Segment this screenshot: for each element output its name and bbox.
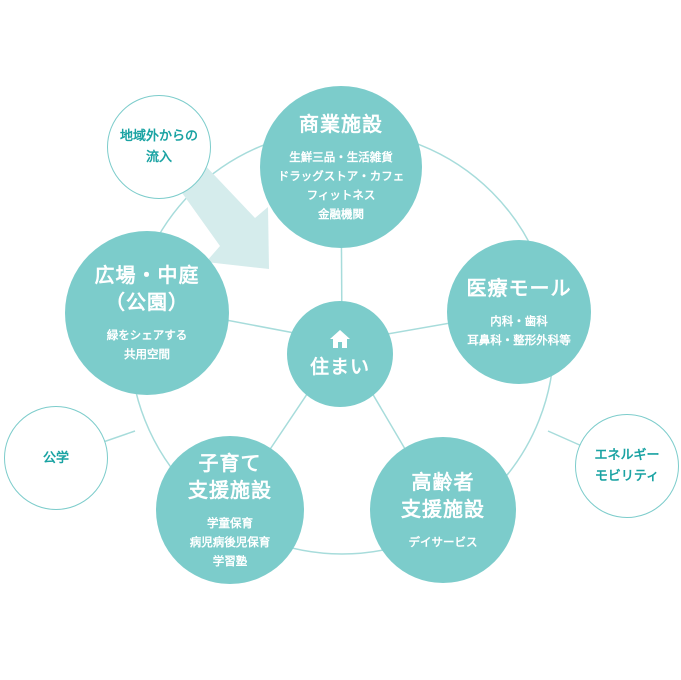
house-icon xyxy=(330,329,350,348)
plaza-node: 広場・中庭 （公園） 緑をシェアする 共用空間 xyxy=(65,231,229,395)
commercial-item: フィットネス xyxy=(306,187,376,202)
center-node: 住まい xyxy=(287,301,393,407)
commercial-title: 商業施設 xyxy=(299,111,383,136)
medical-item: 耳鼻科・整形外科等 xyxy=(467,332,571,347)
plaza-item: 共用空間 xyxy=(124,347,170,361)
center-label: 住まい xyxy=(309,355,370,378)
commercial-item: 金融機関 xyxy=(318,206,364,221)
medical-title: 医療モール xyxy=(466,275,572,300)
commercial-node: 商業施設 生鮮三品・生活雑貨 ドラッグストア・カフェ フィットネス 金融機関 xyxy=(260,86,422,248)
inflow-node: 地域外からの 流入 xyxy=(107,95,211,199)
energy-label-line-1: エネルギー xyxy=(594,448,660,463)
childcare-node: 子育て 支援施設 学童保育 病児病後児保育 学習塾 xyxy=(156,436,304,584)
public-node: 公学 xyxy=(4,406,108,510)
childcare-item: 学習塾 xyxy=(212,553,248,568)
childcare-item: 学童保育 xyxy=(207,515,253,530)
elderly-title-line-1: 高齢者 xyxy=(411,469,475,494)
medical-item: 内科・歯科 xyxy=(490,313,548,328)
plaza-title-line-1: 広場・中庭 xyxy=(94,263,200,287)
inflow-arrow xyxy=(175,160,269,269)
commercial-item: ドラッグストア・カフェ xyxy=(277,168,405,183)
energy-label-line-2: モビリティ xyxy=(594,469,660,484)
elderly-title-line-2: 支援施設 xyxy=(401,496,485,521)
elderly-item: デイサービス xyxy=(408,534,478,549)
energy-node: エネルギー モビリティ xyxy=(575,414,679,518)
childcare-title-line-1: 子育て xyxy=(198,450,262,475)
public-label: 公学 xyxy=(42,450,69,466)
commercial-item: 生鮮三品・生活雑貨 xyxy=(289,149,393,164)
plaza-title-line-2: （公園） xyxy=(105,290,189,314)
inflow-label-line-2: 流入 xyxy=(145,150,172,165)
inflow-label-line-1: 地域外からの xyxy=(119,129,198,144)
elderly-node: 高齢者 支援施設 デイサービス xyxy=(370,437,516,583)
childcare-item: 病児病後児保育 xyxy=(189,534,271,549)
childcare-title-line-2: 支援施設 xyxy=(188,477,272,502)
medical-node: 医療モール 内科・歯科 耳鼻科・整形外科等 xyxy=(447,240,591,384)
plaza-item: 緑をシェアする xyxy=(106,328,188,342)
